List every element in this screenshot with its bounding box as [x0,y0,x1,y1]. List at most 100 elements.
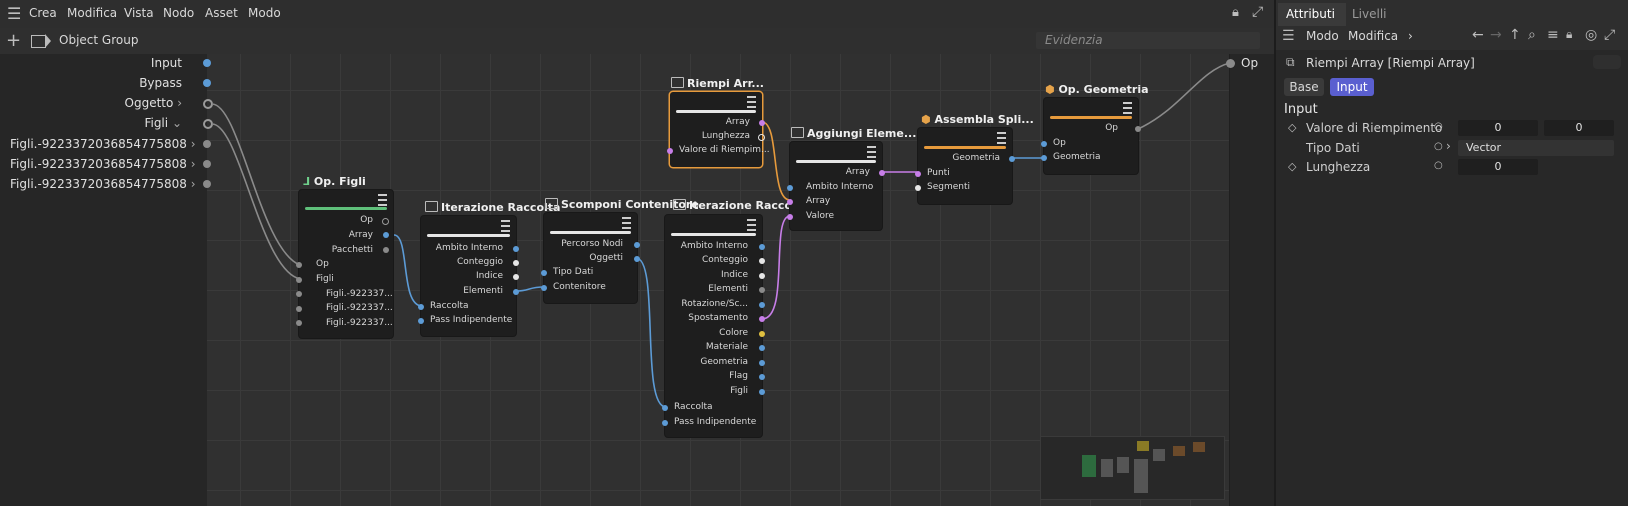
port-dot[interactable] [1041,155,1047,161]
port-dot[interactable] [759,316,765,322]
tab-attributi[interactable]: Attributi [1286,7,1335,21]
port-dot[interactable] [513,260,519,266]
node-iterazione-raccolta-1[interactable]: Ambito Interno Conteggio Indice Elementi… [418,216,519,336]
lock-icon[interactable]: 🔒︎ [1232,5,1239,20]
menu-modifica[interactable]: Modifica [67,6,118,20]
port-dot[interactable] [634,256,640,262]
node-assembla-spline[interactable]: Geometria Punti Segmenti [915,128,1015,204]
tag-icon[interactable] [31,35,46,48]
port-dot[interactable] [759,258,765,264]
node-menu-icon[interactable] [501,220,510,232]
back-arrow-icon[interactable]: ← [1472,27,1484,43]
node-op-figli[interactable]: Op Array Pacchetti Op Figli Figli.-92233… [296,190,393,338]
value-field[interactable]: 0 [1458,159,1538,175]
subtab-base[interactable]: Base [1284,78,1324,96]
port-dot[interactable] [1041,141,1047,147]
node-scomponi-contenitore[interactable]: Percorso Nodi Oggetti Tipo Dati Contenit… [541,213,640,303]
port-dot[interactable] [513,289,519,295]
port-dot[interactable] [759,244,765,250]
port-dot[interactable] [296,320,302,326]
port-dot[interactable] [915,171,921,177]
port-figli-child[interactable]: Figli.-9223372036854775808 › [10,137,196,151]
port-oggetto[interactable]: Oggetto › [124,96,182,110]
port-dot[interactable] [759,331,765,337]
port-dot[interactable] [203,160,211,168]
port-dot[interactable] [759,120,765,126]
port-dot[interactable] [382,218,389,225]
node-menu-icon[interactable] [378,194,387,206]
value-field[interactable]: 0 [1458,120,1538,136]
search-input[interactable]: Evidenzia [1036,32,1260,49]
port-dot[interactable] [296,262,302,268]
node-aggiungi-elemento[interactable]: Array Ambito Interno Array Valore [787,142,885,230]
port-dot[interactable] [634,242,640,248]
attr-menu-more[interactable]: › [1408,29,1413,43]
chevron-right-icon[interactable]: › [1446,139,1451,153]
port-input[interactable]: Input [150,56,182,70]
color-swatch[interactable] [1593,55,1621,69]
port-dot[interactable] [296,306,302,312]
node-menu-icon[interactable] [747,96,756,108]
expand-icon[interactable]: ⤢ [1252,4,1264,20]
port-dot[interactable] [759,273,765,279]
port-dot[interactable] [758,134,765,141]
add-icon[interactable]: + [6,30,22,51]
type-dropdown[interactable]: Vector [1458,140,1614,156]
port-dot[interactable] [513,246,519,252]
port-dot[interactable] [759,287,765,293]
port-dot[interactable] [662,405,668,411]
port-circle-icon[interactable]: ○ [1434,121,1443,132]
port-dot[interactable] [541,285,547,291]
node-op-geometria[interactable]: Op Op Geometria [1041,98,1141,174]
port-dot[interactable] [662,420,668,426]
port-dot[interactable] [203,59,211,67]
attr-menu-modo[interactable]: Modo [1306,29,1339,43]
port-dot[interactable] [667,148,673,154]
menu-vista[interactable]: Vista [124,6,154,20]
node-menu-icon[interactable] [747,219,756,231]
up-arrow-icon[interactable]: ↑ [1509,27,1521,43]
output-port-dot[interactable] [1226,59,1235,68]
port-figli-child[interactable]: Figli.-9223372036854775808 › [10,157,196,171]
port-dot[interactable] [383,232,389,238]
port-dot[interactable] [787,214,793,220]
port-figli-child[interactable]: Figli.-9223372036854775808 › [10,177,196,191]
port-dot[interactable] [759,345,765,351]
port-dot[interactable] [759,374,765,380]
keyframe-diamond-icon[interactable]: ◇ [1288,160,1297,173]
node-menu-icon[interactable] [997,132,1006,144]
port-dot[interactable] [915,185,921,191]
forward-arrow-icon[interactable]: → [1490,27,1502,43]
search-icon[interactable]: ⌕ [1528,27,1536,43]
node-riempi-array[interactable]: Array Lunghezza Valore di Riempim... [667,92,770,167]
value-field[interactable]: 0 [1544,120,1614,136]
port-dot[interactable] [203,180,211,188]
port-figli[interactable]: Figli ⌄ [144,116,182,130]
port-dot[interactable] [1135,126,1141,132]
hamburger-menu-icon[interactable]: ☰ [7,4,22,23]
port-dot[interactable] [296,291,302,297]
port-circle-icon[interactable]: ○ [1434,141,1443,152]
node-menu-icon[interactable] [622,217,631,229]
attr-menu-modifica[interactable]: Modifica [1348,29,1399,43]
port-dot[interactable] [759,302,765,308]
port-dot[interactable] [418,304,424,310]
port-dot[interactable] [787,199,793,205]
output-port-op[interactable]: Op [1241,56,1259,70]
port-dot[interactable] [296,277,302,283]
node-menu-icon[interactable] [1123,102,1132,114]
lock-icon[interactable]: 🔒︎ [1566,27,1573,41]
port-circle-icon[interactable]: ○ [1434,160,1443,171]
port-dot[interactable] [759,360,765,366]
port-dot[interactable] [541,270,547,276]
expand-icon[interactable]: ⤢ [1604,27,1616,43]
port-dot[interactable] [513,274,519,280]
filter-icon[interactable]: ≡ [1547,27,1559,43]
port-bypass[interactable]: Bypass [139,76,182,90]
port-dot[interactable] [879,170,885,176]
hamburger-menu-icon[interactable]: ☰ [1282,28,1295,44]
node-menu-icon[interactable] [867,146,876,158]
port-dot[interactable] [787,185,793,191]
menu-asset[interactable]: Asset [205,6,238,20]
tab-livelli[interactable]: Livelli [1352,7,1387,21]
